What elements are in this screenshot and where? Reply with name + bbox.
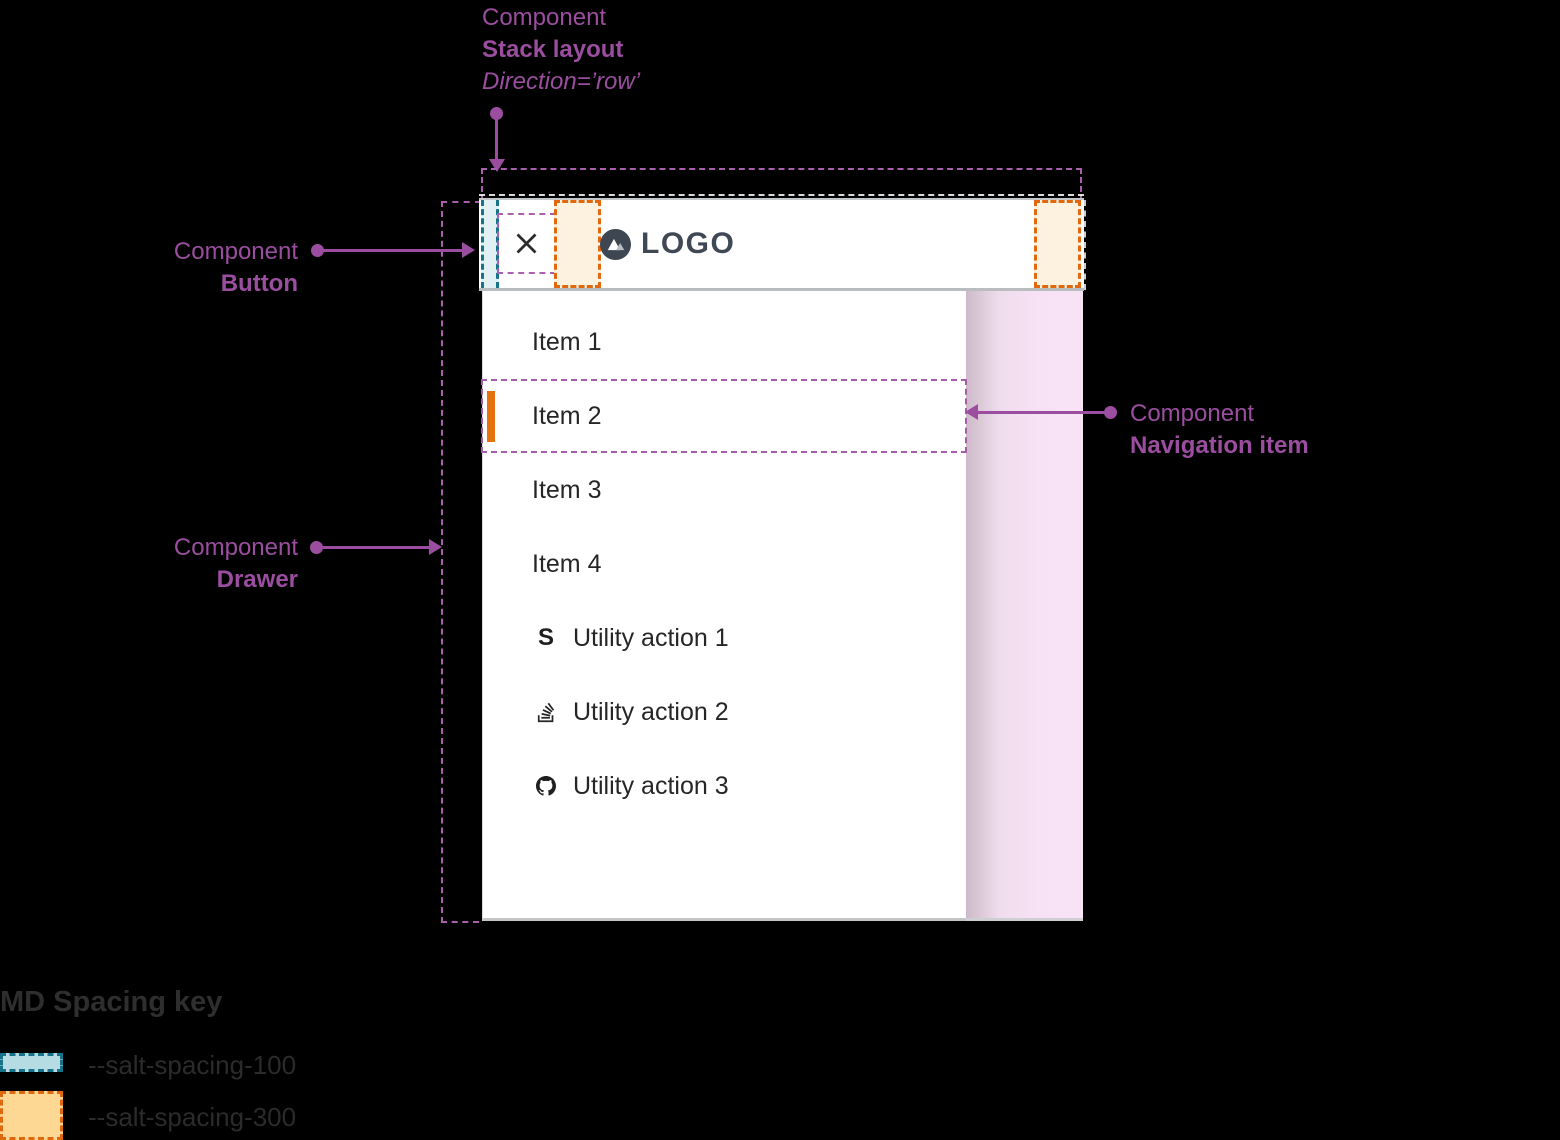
annotation-eyebrow: Component: [482, 4, 607, 31]
annotation-eyebrow: Component: [173, 238, 298, 265]
arrow-line: [977, 411, 1107, 414]
nav-item-label: Item 3: [532, 475, 602, 504]
utility-action-label: Utility action 1: [573, 623, 729, 652]
annotation-eyebrow: Component: [1130, 400, 1255, 427]
active-indicator-bar: [487, 391, 495, 442]
button-guide-box: [497, 213, 556, 274]
drawer-guide-left: [441, 201, 443, 923]
close-icon: [516, 233, 537, 254]
stack-overflow-icon: [534, 700, 558, 724]
arrow-line: [317, 249, 465, 252]
annotation-name: Navigation item: [1130, 432, 1309, 459]
annotation-stack-layout: Component Stack layout Direction=’row’: [482, 2, 640, 98]
legend-swatch-spacing-300: [0, 1091, 63, 1140]
utility-action[interactable]: Utility action 2: [483, 675, 966, 749]
legend-title: MD Spacing key: [0, 986, 223, 1018]
mountain-logo-icon: [600, 228, 631, 260]
arrow-head-right-icon: [462, 242, 475, 258]
arrow-dot: [490, 107, 503, 120]
arrow-line: [495, 117, 498, 161]
annotation-navigation-item: Component Navigation item: [1130, 398, 1309, 462]
annotation-name: Button: [220, 270, 298, 297]
github-icon: [534, 774, 558, 798]
app-header: LOGO: [479, 198, 1084, 291]
arrow-head-right-icon: [429, 539, 442, 555]
annotation-drawer: Component Drawer: [60, 532, 298, 596]
utility-action-label: Utility action 2: [573, 697, 729, 726]
nav-item-label: Item 2: [532, 401, 602, 430]
legend-swatch-spacing-100: [0, 1053, 63, 1072]
nav-item-active[interactable]: Item 2: [483, 379, 966, 453]
header-edge-guide-right: [1084, 200, 1086, 290]
annotation-detail: Direction=’row’: [482, 68, 641, 95]
utility-action[interactable]: Utility action 3: [483, 749, 966, 823]
letter-s-icon: S: [537, 624, 554, 651]
nav-item[interactable]: Item 4: [483, 527, 966, 601]
nav-item-label: Item 4: [532, 549, 602, 578]
annotation-eyebrow: Component: [173, 534, 298, 561]
stack-layout-guide-top: [481, 168, 1082, 170]
spacing-300-marker-left: [554, 200, 601, 288]
nav-item-label: Item 1: [532, 327, 602, 356]
drawer-guide-bottom-stub: [441, 921, 479, 923]
navigation-item-guide-box: [481, 379, 967, 453]
legend-label: --salt-spacing-100: [88, 1050, 297, 1080]
annotation-button: Component Button: [60, 236, 298, 300]
arrow-dot: [1104, 406, 1117, 419]
stack-layout-guide-left: [481, 168, 483, 201]
nav-item[interactable]: Item 1: [483, 305, 966, 379]
logo: LOGO: [600, 200, 735, 288]
utility-action-label: Utility action 3: [573, 771, 729, 800]
backdrop-scrim: [966, 291, 1083, 921]
logo-text: LOGO: [641, 227, 736, 260]
spacing-300-marker-right: [1034, 200, 1081, 288]
utility-action[interactable]: S Utility action 1: [483, 601, 966, 675]
arrow-head-left-icon: [965, 404, 978, 420]
legend-label: --salt-spacing-300: [88, 1102, 297, 1132]
header-edge-guide-top: [479, 194, 1084, 196]
drawer-panel: Item 1 Item 2 Item 3 Item 4 S Utility ac…: [482, 291, 966, 921]
nav-item[interactable]: Item 3: [483, 453, 966, 527]
annotation-name: Stack layout: [482, 36, 624, 63]
arrow-head-down-icon: [489, 159, 505, 172]
close-button[interactable]: [513, 230, 540, 257]
annotation-name: Drawer: [216, 566, 298, 593]
arrow-line: [316, 546, 432, 549]
drawer-guide-top-stub: [441, 201, 481, 203]
stack-layout-guide-right: [1080, 168, 1082, 201]
